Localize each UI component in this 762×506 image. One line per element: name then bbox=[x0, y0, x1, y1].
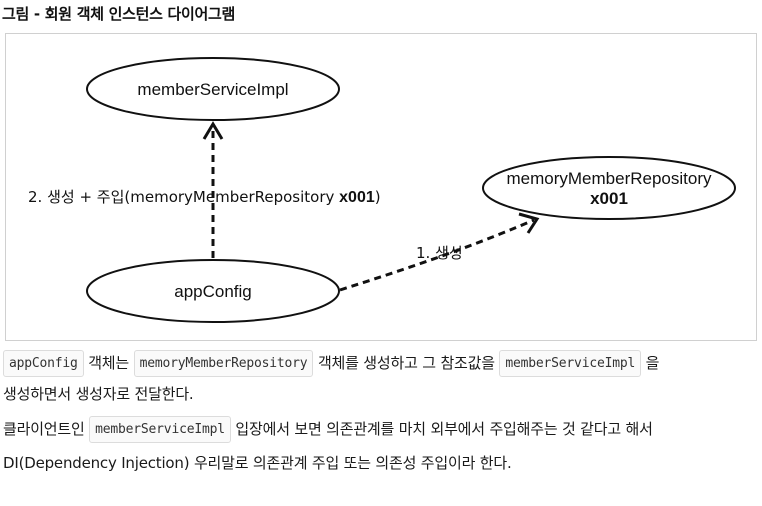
code-app-config: appConfig bbox=[3, 350, 84, 377]
edge-inject-label: 2. 생성 + 주입(memoryMemberRepository x001) bbox=[28, 188, 381, 206]
code-memory-member-repository: memoryMemberRepository bbox=[133, 350, 314, 377]
description-line-1: appConfig 객체는 memoryMemberRepository 객체를… bbox=[3, 349, 659, 377]
edge-create bbox=[339, 212, 540, 292]
edge-inject bbox=[202, 121, 224, 258]
node-repository-id: x001 bbox=[590, 189, 628, 208]
node-repository-label: memoryMemberRepository bbox=[507, 169, 712, 188]
description-line-2: 생성하면서 생성자로 전달한다. bbox=[3, 385, 194, 403]
node-app-config: appConfig bbox=[86, 259, 340, 323]
node-app-config-label: appConfig bbox=[174, 282, 252, 301]
description-line-4: DI(Dependency Injection) 우리말로 의존관계 주입 또는… bbox=[3, 454, 512, 472]
node-member-service-impl: memberServiceImpl bbox=[86, 57, 340, 121]
node-memory-member-repository: memoryMemberRepository x001 bbox=[482, 156, 736, 220]
diagram-canvas: memberServiceImpl memoryMemberRepository… bbox=[28, 57, 736, 323]
code-member-service-impl: memberServiceImpl bbox=[499, 350, 642, 377]
node-member-service-impl-label: memberServiceImpl bbox=[137, 80, 288, 99]
description-line-3: 클라이언트인 memberServiceImpl 입장에서 보면 의존관계를 마… bbox=[3, 415, 653, 443]
edge-create-arrowhead bbox=[518, 212, 540, 234]
figure-caption: 그림 - 회원 객체 인스턴스 다이어그램 bbox=[2, 5, 236, 23]
instance-diagram: memberServiceImpl memoryMemberRepository… bbox=[5, 33, 757, 341]
edge-inject-arrowhead bbox=[202, 121, 224, 140]
edge-create-label: 1. 생성 bbox=[416, 244, 463, 262]
code-member-service-impl-2: memberServiceImpl bbox=[89, 416, 231, 443]
